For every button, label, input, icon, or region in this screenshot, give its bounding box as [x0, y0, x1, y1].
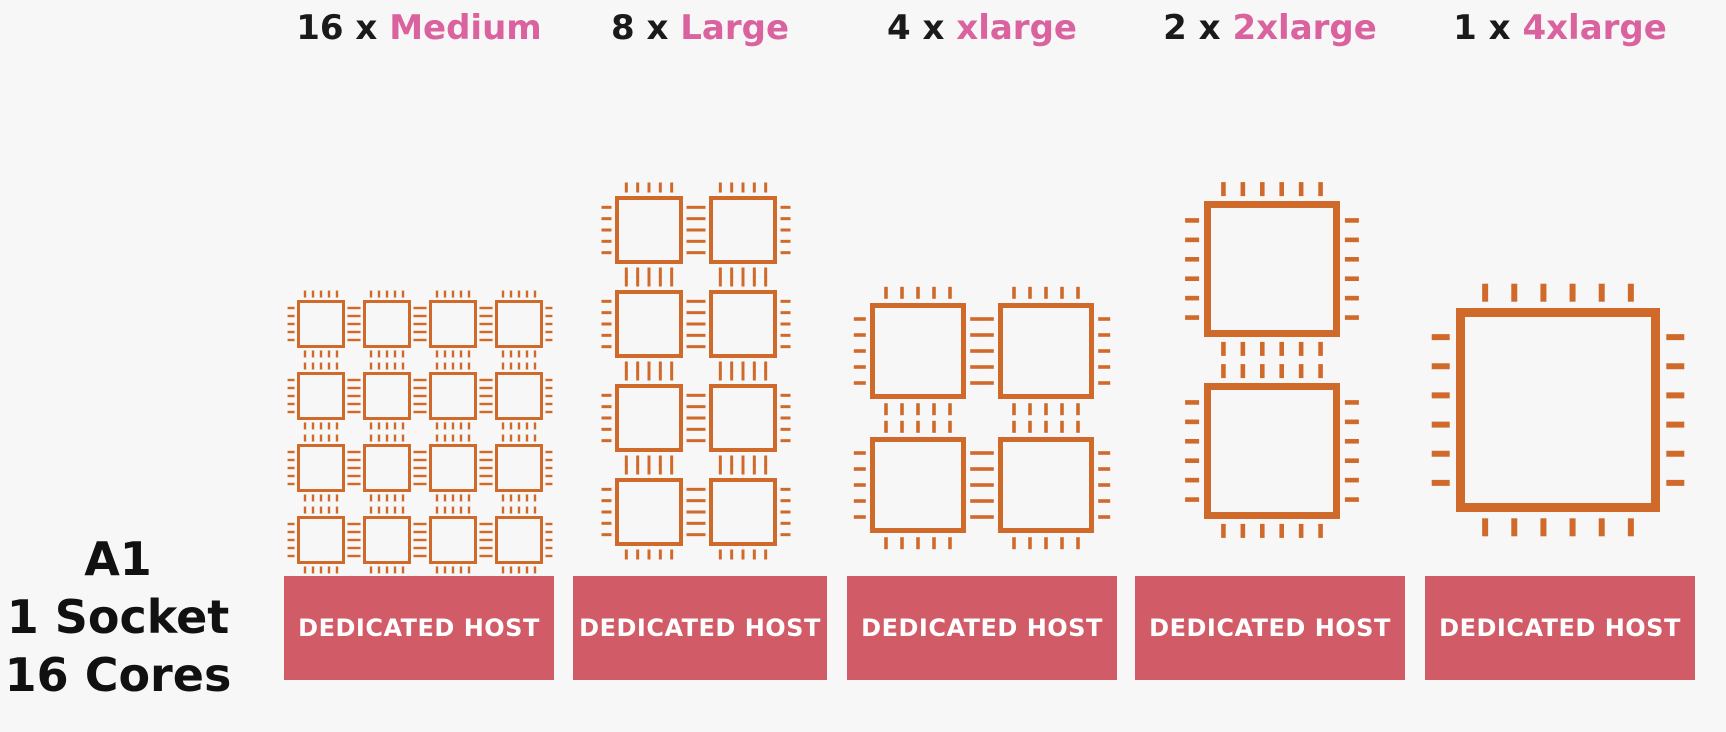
cpu-chip-icon — [485, 290, 553, 358]
cpu-chip-icon — [287, 290, 355, 358]
cpu-chip-icon — [485, 434, 553, 502]
instance-size: xlarge — [956, 8, 1077, 48]
cpu-chip-icon — [695, 370, 791, 466]
cpu-chip-icon — [695, 276, 791, 372]
instance-size: 2xlarge — [1232, 8, 1377, 48]
instance-count: 1 x — [1453, 8, 1511, 48]
dedicated-host-large: DEDICATED HOST — [573, 576, 827, 680]
cpu-chip-icon — [419, 290, 487, 358]
cpu-chip-icon — [1185, 182, 1359, 356]
instance-count: 4 x — [887, 8, 945, 48]
cpu-chip-icon — [419, 434, 487, 502]
cpu-chip-icon — [601, 182, 697, 278]
cpu-chip-icon — [981, 286, 1111, 416]
cpu-chip-icon — [1185, 364, 1359, 538]
cpu-chip-icon — [981, 420, 1111, 550]
instance-size: Large — [680, 8, 790, 48]
cpu-chip-icon — [353, 362, 421, 430]
cpu-chip-icon — [419, 362, 487, 430]
dedicated-host-medium: DEDICATED HOST — [284, 576, 554, 680]
cpu-chip-icon — [287, 506, 355, 574]
column-title-2xlarge: 2 x 2xlarge — [1135, 4, 1405, 52]
column-title-4xlarge: 1 x 4xlarge — [1425, 4, 1695, 52]
instance-size: 4xlarge — [1522, 8, 1667, 48]
cpu-chip-icon — [485, 362, 553, 430]
instance-count: 16 x — [296, 8, 378, 48]
dedicated-host-xlarge: DEDICATED HOST — [847, 576, 1117, 680]
cpu-chip-icon — [485, 506, 553, 574]
cpu-chip-icon — [601, 276, 697, 372]
cpu-chip-icon — [353, 506, 421, 574]
cpu-chip-icon — [853, 286, 983, 416]
cpu-chip-icon — [601, 370, 697, 466]
cpu-chip-icon — [419, 506, 487, 574]
cpu-chip-icon — [695, 182, 791, 278]
column-title-medium: 16 x Medium — [284, 4, 554, 52]
cpu-chip-icon — [353, 290, 421, 358]
socket-count: 1 Socket — [6, 590, 230, 644]
column-title-large: 8 x Large — [573, 4, 827, 52]
instance-size: Medium — [389, 8, 542, 48]
instance-count: 2 x — [1163, 8, 1221, 48]
instance-count: 8 x — [610, 8, 669, 48]
cpu-chip-icon — [353, 434, 421, 502]
cpu-chip-icon — [853, 420, 983, 550]
cpu-chip-icon — [695, 464, 791, 560]
processor-name: A1 — [84, 532, 152, 586]
core-count: 16 Cores — [4, 648, 232, 702]
cpu-chip-icon — [601, 464, 697, 560]
cpu-chip-icon — [287, 362, 355, 430]
dedicated-host-4xlarge: DEDICATED HOST — [1425, 576, 1695, 680]
cpu-chip-icon — [1431, 283, 1685, 537]
cpu-chip-icon — [287, 434, 355, 502]
processor-info: A1 1 Socket 16 Cores — [0, 530, 236, 704]
dedicated-host-2xlarge: DEDICATED HOST — [1135, 576, 1405, 680]
column-title-xlarge: 4 x xlarge — [847, 4, 1117, 52]
